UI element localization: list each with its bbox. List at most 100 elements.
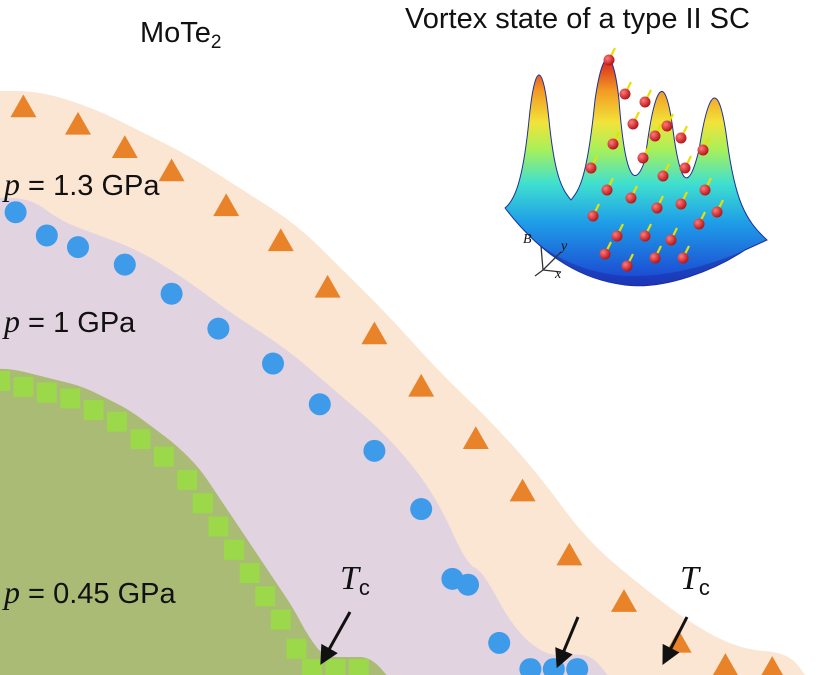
phase-region-0_45gpa: [0, 368, 387, 675]
data-point-triangle-5: [267, 228, 294, 252]
data-point-triangle-4: [213, 193, 240, 217]
tc-annotation-right: Tc: [680, 560, 710, 600]
data-point-circle-1: [35, 224, 58, 247]
data-point-circle-9: [410, 498, 433, 521]
spin-ball-22: [693, 218, 705, 230]
tc-arrowhead-2: [662, 643, 680, 665]
data-point-triangle-14: [712, 653, 738, 675]
data-point-circle-12: [488, 631, 511, 654]
data-point-triangle-9: [462, 426, 489, 449]
data-point-circle-0: [4, 201, 27, 224]
spin-ball-11: [697, 144, 709, 156]
vortex-inset: [504, 47, 768, 287]
vortex-spins: [585, 47, 724, 272]
spin-ball-12: [585, 162, 597, 174]
data-point-circle-6: [262, 352, 284, 375]
data-point-square-15: [286, 638, 307, 659]
data-point-square-12: [239, 563, 260, 584]
data-point-circle-11: [457, 573, 479, 596]
data-point-circle-4: [160, 282, 183, 305]
data-point-circle-15: [566, 658, 589, 675]
data-point-triangle-12: [611, 589, 637, 612]
data-point-triangle-1: [65, 111, 91, 135]
data-point-circle-5: [207, 317, 230, 340]
data-point-square-18: [348, 659, 369, 675]
spin-ball-13: [601, 184, 613, 196]
inset-axis-b-label: B: [523, 232, 532, 247]
inset-axis-x-label: x: [555, 267, 562, 282]
spin-ball-19: [611, 230, 623, 242]
spin-ball-26: [677, 252, 689, 264]
inset-title: Vortex state of a type II SC: [405, 3, 750, 35]
data-point-triangle-10: [509, 478, 536, 502]
data-point-square-14: [270, 609, 291, 630]
data-point-triangle-15: [761, 656, 784, 675]
inset-axis-y-label: y: [561, 239, 568, 254]
series-label-0.45gpa: p = 0.45 GPa: [4, 574, 176, 610]
spin-ball-0: [603, 54, 615, 66]
data-point-square-0: [0, 371, 10, 391]
series-label-1gpa: p = 1 GPa: [4, 303, 136, 339]
data-point-triangle-6: [314, 274, 341, 298]
data-point-square-1: [13, 376, 34, 397]
inset-axes: [534, 245, 562, 277]
spin-ball-20: [639, 230, 651, 242]
data-point-square-17: [325, 659, 346, 675]
data-point-circle-7: [308, 393, 331, 416]
data-point-square-11: [224, 539, 244, 560]
data-point-circle-13: [519, 658, 542, 675]
spin-ball-14: [625, 192, 637, 204]
tc-annotation-left: Tc: [340, 560, 370, 600]
data-point-square-6: [130, 429, 151, 450]
spin-ball-21: [665, 234, 677, 246]
data-point-square-16: [302, 659, 322, 675]
data-point-triangle-11: [556, 542, 583, 566]
data-point-square-13: [255, 586, 276, 607]
data-point-circle-3: [113, 253, 136, 276]
data-point-triangle-0: [10, 94, 37, 118]
spin-ball-9: [657, 170, 669, 182]
tc-arrowhead-1: [555, 647, 573, 669]
data-point-circle-2: [67, 236, 89, 259]
spin-ball-16: [675, 198, 687, 210]
spin-ball-27: [599, 248, 611, 260]
data-point-square-2: [36, 382, 57, 403]
tc-arrows: [320, 611, 689, 669]
data-point-square-10: [208, 516, 229, 537]
vortex-shadow: [505, 208, 767, 286]
spin-ball-17: [699, 184, 711, 196]
spin-ball-25: [649, 252, 661, 264]
vortex-surface: [504, 58, 768, 287]
spin-ball-5: [661, 120, 673, 132]
data-point-triangle-2: [111, 135, 138, 158]
spin-ball-15: [651, 202, 663, 214]
tc-arrowhead-0: [320, 643, 338, 665]
data-point-square-7: [153, 446, 174, 467]
spin-ball-4: [649, 130, 661, 142]
chart-title: MoTe2: [140, 17, 222, 53]
data-point-triangle-8: [408, 373, 435, 397]
data-point-square-5: [107, 411, 127, 432]
data-point-square-4: [83, 400, 104, 421]
data-point-square-8: [177, 469, 198, 490]
spin-ball-2: [639, 96, 651, 108]
data-point-square-9: [192, 493, 213, 514]
spin-ball-24: [621, 260, 633, 272]
phase-regions: [0, 90, 806, 675]
spin-ball-23: [711, 206, 723, 218]
spin-ball-18: [587, 210, 599, 222]
spin-ball-1: [619, 88, 631, 100]
data-point-triangle-7: [361, 321, 388, 345]
spin-ball-8: [637, 152, 649, 164]
data-marks: [0, 94, 784, 675]
spin-ball-7: [607, 138, 619, 150]
spin-ball-10: [679, 162, 691, 174]
spin-ball-3: [627, 118, 639, 130]
data-point-square-3: [60, 388, 81, 409]
data-point-triangle-3: [158, 158, 185, 182]
data-point-circle-8: [363, 439, 386, 462]
spin-ball-6: [675, 132, 687, 144]
series-label-1.3gpa: p = 1.3 GPa: [4, 166, 160, 202]
